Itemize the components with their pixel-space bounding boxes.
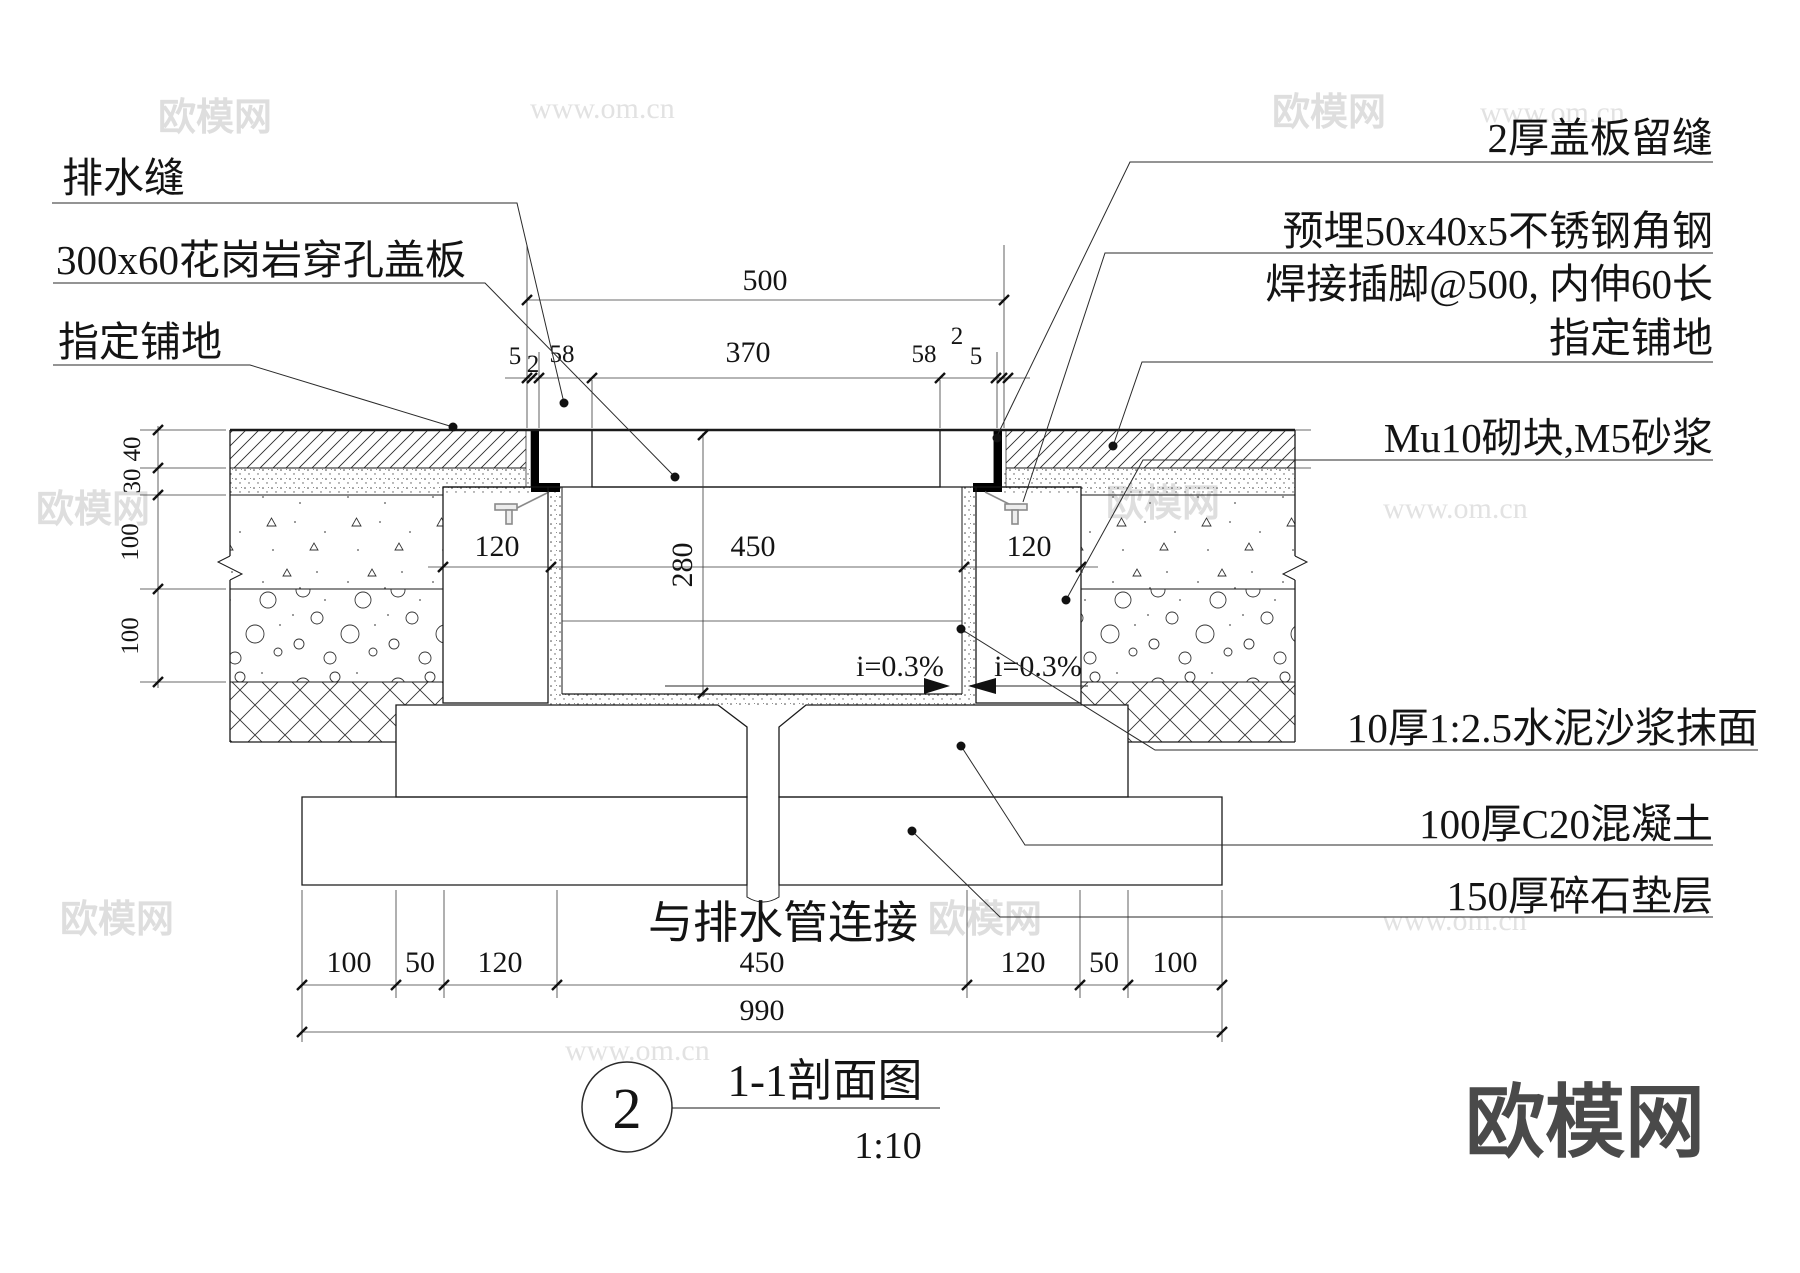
concrete-layer (230, 495, 443, 589)
granite-cover-plate (591, 429, 941, 488)
sand-bedding-layer (230, 468, 531, 495)
watermark-url: www.om.cn (565, 1034, 710, 1067)
slope-label-left: i=0.3% (856, 650, 944, 683)
dim-layer-100: 100 (117, 617, 144, 655)
label-paving-right: 指定铺地 (1549, 315, 1713, 361)
break-symbol-right (1281, 555, 1309, 581)
dim-bottom: 50 (405, 946, 435, 979)
gravel-layer (230, 589, 443, 682)
watermark-url: www.om.cn (1382, 904, 1527, 937)
soil-hatch (1128, 682, 1295, 742)
pavement-layers-right (1001, 430, 1295, 742)
callout-leaders (52, 161, 1758, 918)
soil-hatch (230, 682, 396, 742)
section-scale: 1:10 (854, 1125, 922, 1167)
soil-hatch (1081, 682, 1128, 705)
watermark-text: 欧模网 (1272, 92, 1386, 134)
label-masonry: Mu10砌块,M5砂浆 (1384, 415, 1713, 461)
dim-bottom: 120 (1001, 946, 1046, 979)
sand-bedding-layer (1001, 468, 1295, 495)
dim-wall-right: 120 (1007, 530, 1052, 563)
welded-insert-right (984, 491, 1028, 525)
watermark-text: 欧模网 (36, 489, 150, 531)
watermark-text: 欧模网 (158, 97, 272, 139)
dim-opening: 370 (726, 336, 771, 369)
mortar-lining-floor (548, 694, 976, 705)
dim-layer-40: 40 (119, 437, 146, 462)
concrete-layer (1081, 495, 1295, 589)
dim-seam: 2 (951, 323, 964, 350)
dim-bottom: 50 (1089, 946, 1119, 979)
dim-bearing: 58 (912, 341, 937, 368)
label-steel-angle-line1: 预埋50x40x5不锈钢角钢 (1283, 208, 1714, 254)
welded-insert-left (494, 491, 550, 525)
dim-gap: 5 (970, 343, 983, 370)
paving-hatch-layer (230, 430, 526, 468)
dimensions-left-stack: 40 30 100 100 (117, 424, 226, 688)
label-steel-angle-line2: 焊接插脚@500, 内伸60长 (1265, 261, 1713, 307)
mortar-lining-left (548, 487, 562, 694)
label-concrete-base: 100厚C20混凝土 (1419, 801, 1713, 847)
steel-angle-right (973, 430, 1002, 492)
detail-number: 2 (613, 1076, 642, 1141)
dim-channel-depth: 280 (666, 543, 699, 588)
dim-layer-30: 30 (119, 469, 146, 494)
dim-gap: 5 (509, 343, 522, 370)
watermark-url: www.om.cn (1383, 492, 1528, 525)
dim-layer-100: 100 (117, 523, 144, 561)
label-mortar-finish: 10厚1:2.5水泥沙浆抹面 (1347, 705, 1758, 751)
watermark-text: 欧模网 (928, 899, 1042, 941)
concrete-base-right (778, 704, 1129, 798)
break-symbol-left (216, 555, 244, 581)
label-paving-left: 指定铺地 (58, 319, 222, 365)
bearing-block-left (537, 429, 593, 488)
dim-bearing: 58 (550, 341, 575, 368)
steel-angle-left (531, 430, 560, 492)
channel-interior (562, 487, 962, 694)
dim-bottom-overall: 990 (740, 994, 785, 1027)
dim-channel-width: 450 (731, 530, 776, 563)
watermark-url: www.om.cn (1480, 96, 1625, 129)
gravel-cushion-left (301, 796, 748, 886)
dim-seam: 2 (527, 351, 540, 378)
watermark-url: www.om.cn (530, 92, 675, 125)
label-cover-seam: 2厚盖板留缝 (1488, 115, 1714, 161)
dim-wall-left: 120 (475, 530, 520, 563)
channel-wall-left (442, 486, 549, 704)
dim-bottom: 120 (478, 946, 523, 979)
dimensions-bottom: 100 50 120 450 120 50 100 990 (296, 890, 1228, 1042)
watermark-text: 欧模网 (60, 899, 174, 941)
dim-bottom: 100 (327, 946, 372, 979)
dimensions-top: 500 5 2 58 370 58 2 5 (505, 245, 1030, 428)
dim-bottom: 450 (740, 946, 785, 979)
site-logo: 欧模网 (1465, 1078, 1705, 1167)
soil-hatch (396, 682, 443, 705)
pavement-layers-left (230, 430, 531, 742)
foundation (301, 704, 1223, 903)
structure-lines (216, 428, 1311, 743)
bearing-block-right (939, 429, 995, 488)
drain-pipe (746, 885, 780, 903)
detail-number-circle (581, 1061, 673, 1153)
label-drain-seam: 排水缝 (62, 155, 185, 201)
label-pipe-connection: 与排水管连接 (648, 898, 918, 948)
callout-labels: 排水缝 300x60花岗岩穿孔盖板 指定铺地 2厚盖板留缝 预埋50x40x5不… (56, 115, 1758, 948)
mortar-lining-right (962, 487, 976, 694)
paving-hatch-layer (1006, 430, 1295, 468)
slope-arrow-right (968, 678, 996, 694)
concrete-base-left (395, 704, 748, 798)
label-gravel-cushion: 150厚碎石垫层 (1447, 873, 1714, 919)
slope-arrow-left (924, 678, 950, 694)
label-granite-cover: 300x60花岗岩穿孔盖板 (56, 237, 466, 283)
slope-label-right: i=0.3% (994, 650, 1082, 683)
drain-channel (442, 429, 1082, 705)
dim-top-overall: 500 (743, 264, 788, 297)
gravel-cushion-right (778, 796, 1223, 886)
section-title: 1-1剖面图 (728, 1056, 923, 1106)
title-block: 2 1-1剖面图 1:10 (581, 1056, 940, 1167)
gravel-layer (1081, 589, 1295, 682)
dim-bottom: 100 (1153, 946, 1198, 979)
